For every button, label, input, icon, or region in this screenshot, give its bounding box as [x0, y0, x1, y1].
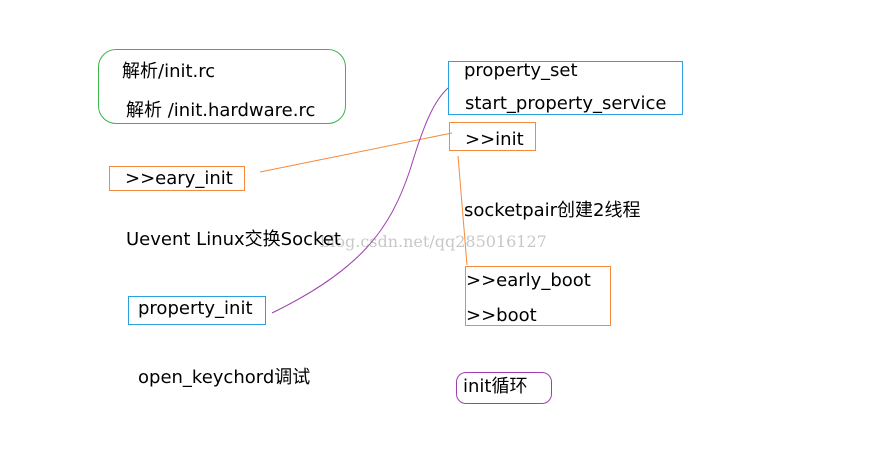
boot-box	[465, 266, 611, 326]
init-loop-label: init循环	[463, 376, 528, 397]
init-box	[449, 122, 536, 151]
property-init-box	[128, 296, 266, 325]
property-set: property_set	[464, 60, 578, 81]
init-loop-box	[456, 372, 552, 404]
init-to-early-boot-line	[457, 155, 468, 266]
boot-label: >>boot	[466, 305, 537, 326]
early-boot-label: >>early_boot	[466, 270, 591, 291]
property-init-to-property-set-curve	[271, 87, 449, 314]
parse-init-hardware-rc: 解析 /init.hardware.rc	[126, 100, 316, 121]
eary-init-label: >>eary_init	[125, 168, 233, 189]
parse-box	[98, 49, 346, 124]
init-label: >>init	[465, 129, 524, 150]
property-box	[448, 61, 683, 115]
start-property-service: start_property_service	[465, 93, 667, 114]
property-init-label: property_init	[138, 298, 253, 319]
eary-init-box	[109, 166, 245, 191]
socketpair-label: socketpair创建2线程	[464, 200, 641, 221]
watermark: blog.csdn.net/qq285016127	[320, 232, 547, 251]
eary-init-to-init-line	[259, 132, 453, 173]
keychord-label: open_keychord调试	[138, 367, 311, 388]
parse-init-rc: 解析/init.rc	[122, 61, 216, 82]
uevent-label: Uevent Linux交换Socket	[126, 229, 341, 250]
